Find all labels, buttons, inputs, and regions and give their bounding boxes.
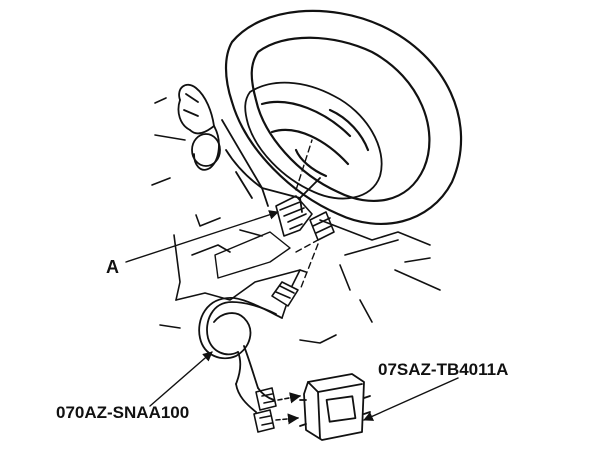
steering-column [221, 119, 321, 213]
breakout-box [299, 373, 371, 441]
callout-cable-part-number: 070AZ-SNAA100 [56, 403, 190, 422]
callout-connector-a: A [106, 257, 119, 277]
cable-end-plugs [253, 387, 277, 433]
connector-a [275, 195, 313, 237]
cable-inline-module [271, 269, 307, 319]
cable-plug [309, 211, 335, 241]
turn-signal-stalk [177, 83, 221, 171]
callout-box-part-number: 07SAZ-TB4011A [378, 360, 509, 379]
insertion-guide-lines [295, 139, 319, 291]
leader-lines [125, 210, 459, 421]
steering-wheel [224, 9, 463, 225]
dashboard-panel [151, 97, 441, 344]
connection-arrows [275, 392, 302, 425]
